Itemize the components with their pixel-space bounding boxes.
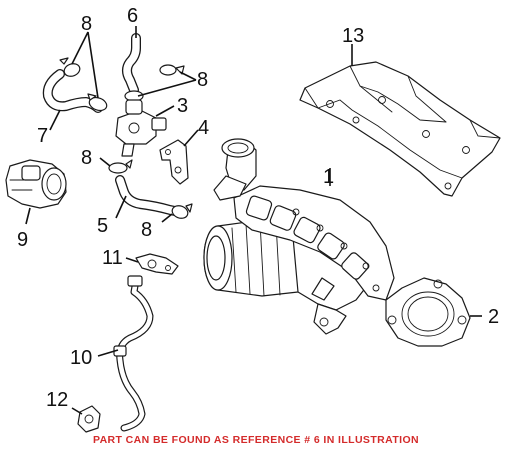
callout-12: 12 xyxy=(46,389,68,411)
hose-6-part xyxy=(122,33,141,95)
callout-9: 9 xyxy=(17,229,28,251)
leader-8a xyxy=(71,31,99,99)
callout-3: 3 xyxy=(177,95,188,117)
callout-8-top-left: 8 xyxy=(81,13,92,35)
callout-5: 5 xyxy=(97,215,108,237)
leader-4 xyxy=(183,129,199,147)
gasket-part xyxy=(385,277,471,347)
callout-8-lower: 8 xyxy=(141,219,152,241)
reference-note: PART CAN BE FOUND AS REFERENCE # 6 IN IL… xyxy=(92,434,420,446)
leader-8b xyxy=(137,71,197,97)
callout-6: 6 xyxy=(127,5,138,27)
diverter-valve-9-part xyxy=(5,159,67,209)
hose-clamp-f xyxy=(171,203,193,219)
leader-3 xyxy=(155,105,175,117)
callout-4: 4 xyxy=(198,117,209,139)
hose-5-part xyxy=(115,175,185,217)
callout-11: 11 xyxy=(102,247,123,269)
callout-8-top-right: 8 xyxy=(197,69,208,91)
leader-8c xyxy=(99,157,111,167)
callout-13: 13 xyxy=(342,25,364,47)
hose-clamp-e xyxy=(108,159,133,174)
callout-10: 10 xyxy=(70,347,92,369)
gasket-11-part xyxy=(135,253,179,275)
callout-2: 2 xyxy=(488,306,499,328)
leader-8d xyxy=(161,213,173,223)
bracket-4-part xyxy=(159,139,189,185)
hose-clamp-b xyxy=(87,93,108,112)
leader-12 xyxy=(71,407,83,415)
heat-shield-part xyxy=(299,61,501,197)
gasket-12-part xyxy=(77,405,101,433)
leader-5 xyxy=(115,195,127,219)
callout-labels: 1 2 3 4 5 6 7 8 8 8 8 9 10 11 12 13 xyxy=(17,5,499,411)
callout-7: 7 xyxy=(37,125,48,147)
leader-11 xyxy=(125,257,139,263)
hose-clamp-a xyxy=(59,57,81,77)
oil-line-10-part xyxy=(113,275,154,432)
hose-clamp-c xyxy=(159,64,185,76)
leader-7 xyxy=(49,109,61,131)
leader-lines xyxy=(25,26,482,415)
callout-1: 1 xyxy=(323,166,334,188)
leader-10 xyxy=(97,349,119,357)
valve-3-part xyxy=(115,99,167,157)
turbocharger-part xyxy=(203,138,395,335)
leader-9 xyxy=(25,207,31,225)
callout-8-middle: 8 xyxy=(81,147,92,169)
